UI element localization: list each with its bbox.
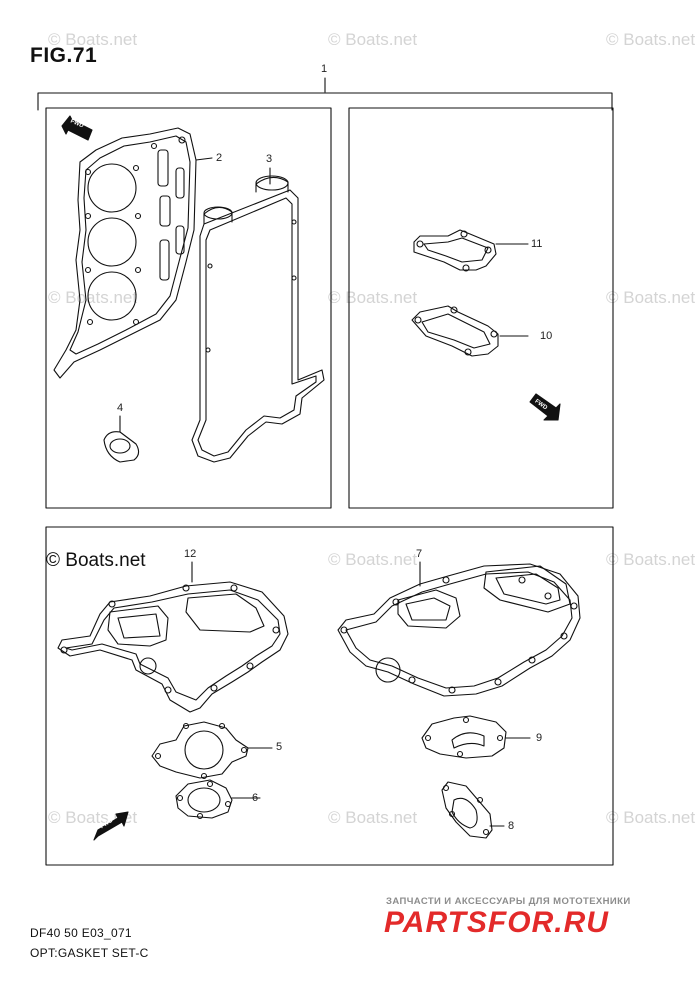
- watermark: © Boats.net: [606, 30, 696, 49]
- callout-2: 2: [216, 152, 223, 164]
- callout-1: 1: [321, 63, 328, 75]
- watermark: © Boats.net: [606, 288, 696, 307]
- callout-5: 5: [276, 741, 283, 753]
- callout-8: 8: [508, 820, 515, 832]
- gasket-11: [413, 229, 497, 272]
- cylinder-head-gasket: [53, 127, 197, 379]
- gasket-8: [441, 781, 493, 839]
- rocker-cover-gasket: [191, 175, 325, 463]
- callout-9: 9: [536, 732, 543, 744]
- figure-title: FIG.71: [30, 44, 98, 67]
- watermark: © Boats.net: [328, 30, 418, 49]
- gasket-5: [151, 721, 249, 780]
- callout-4: 4: [117, 402, 124, 414]
- watermark: © Boats.net: [48, 30, 138, 49]
- figure-code: DF40 50 E03_071: [30, 926, 132, 940]
- watermark: © Boats.net: [328, 808, 418, 827]
- panel-frame-upper-right: [348, 107, 614, 509]
- panel-frame-lower: [45, 526, 614, 866]
- promo-brand: PARTSFOR.RU: [384, 906, 609, 939]
- promo-tagline: ЗАПЧАСТИ И АКСЕССУАРЫ ДЛЯ МОТОТЕХНИКИ: [386, 896, 631, 907]
- callout-7: 7: [416, 548, 423, 560]
- small-gasket-4: [103, 431, 140, 463]
- gasket-9: [421, 715, 507, 759]
- callout-11: 11: [531, 238, 543, 250]
- gasket-10: [411, 305, 499, 357]
- gasket-7: [337, 563, 581, 697]
- fwd-arrow-icon: [61, 115, 93, 141]
- leader-line: [195, 157, 213, 161]
- watermark: © Boats.net: [328, 550, 418, 569]
- set-bracket: [37, 77, 613, 111]
- watermark-highlight: © Boats.net: [46, 550, 146, 571]
- watermark: © Boats.net: [48, 288, 138, 307]
- panel-frame-upper-left: [45, 107, 332, 509]
- callout-12: 12: [184, 548, 197, 560]
- watermark: © Boats.net: [328, 288, 418, 307]
- callout-6: 6: [252, 792, 259, 804]
- fwd-arrow-icon: [529, 393, 561, 421]
- gasket-12: [57, 581, 289, 713]
- callout-10: 10: [540, 330, 553, 342]
- watermark: © Boats.net: [606, 808, 696, 827]
- watermark: © Boats.net: [606, 550, 696, 569]
- fwd-arrow-icon: [93, 811, 129, 841]
- gasket-6: [175, 779, 233, 820]
- callout-3: 3: [266, 153, 273, 165]
- figure-name: OPT:GASKET SET-C: [30, 946, 149, 960]
